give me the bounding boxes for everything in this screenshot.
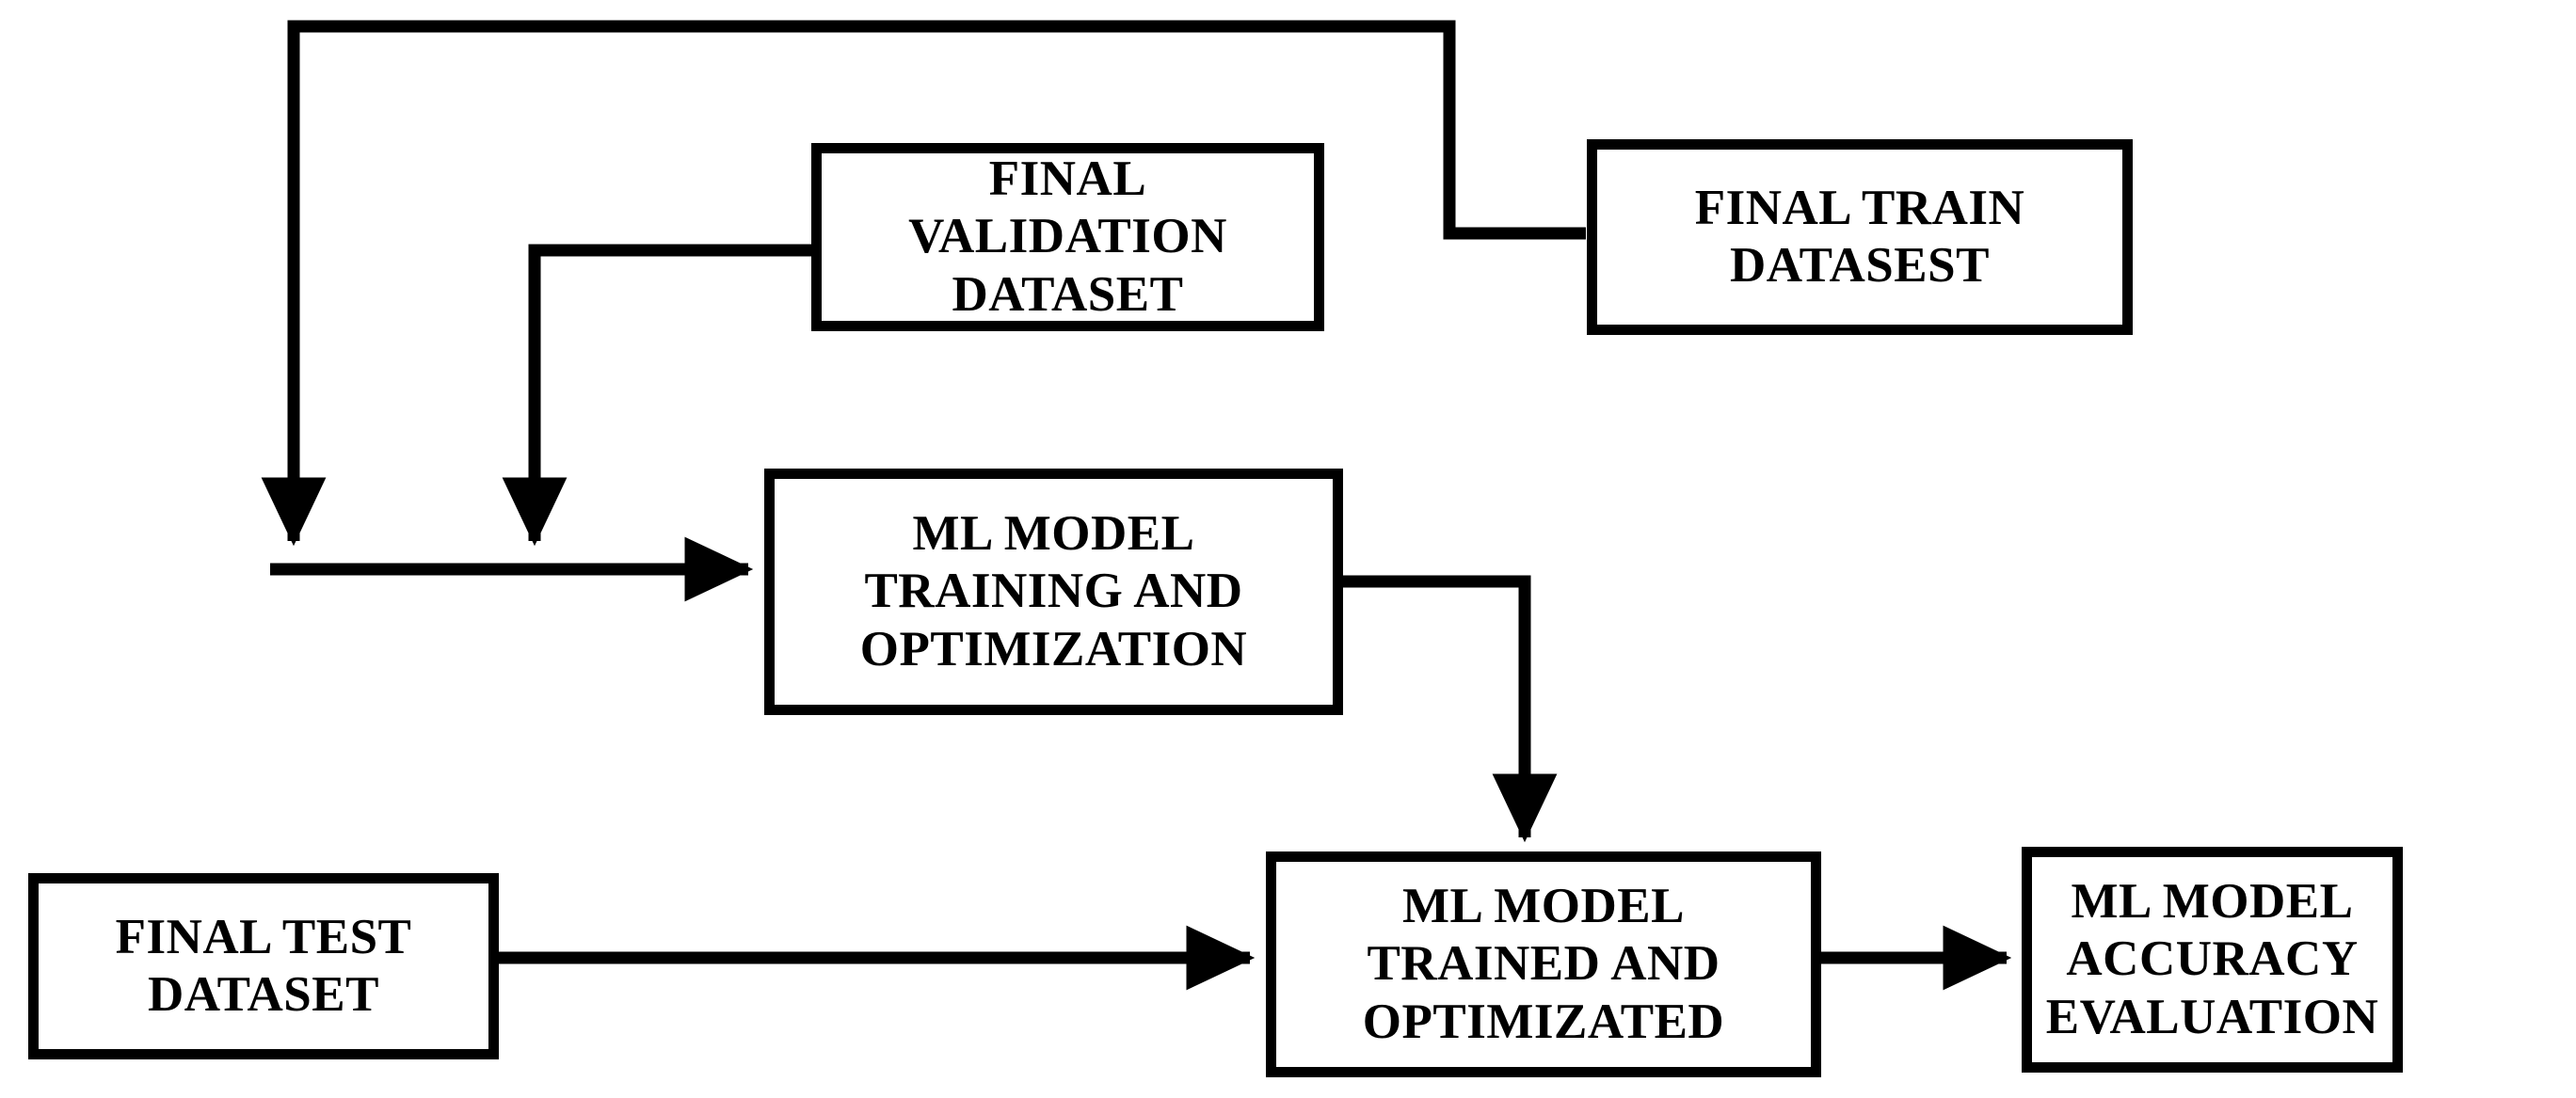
node-final-validation-dataset[interactable]: FINAL VALIDATION DATASET xyxy=(811,143,1324,331)
node-final-test-dataset[interactable]: FINAL TEST DATASET xyxy=(28,873,499,1059)
node-label-final-train-dataset: FINAL TRAIN DATASEST xyxy=(1694,180,2025,293)
node-ml-model-training-and-optimization[interactable]: ML MODEL TRAINING AND OPTIMIZATION xyxy=(764,469,1343,715)
node-label-ml-model-training-and-optimization: ML MODEL TRAINING AND OPTIMIZATION xyxy=(859,505,1248,676)
edge-training-to-trained xyxy=(1343,575,1558,843)
node-label-final-validation-dataset: FINAL VALIDATION DATASET xyxy=(908,151,1227,322)
node-ml-model-trained-and-optimizated[interactable]: ML MODEL TRAINED AND OPTIMIZATED xyxy=(1266,851,1821,1077)
node-label-final-test-dataset: FINAL TEST DATASET xyxy=(115,909,412,1022)
node-label-ml-model-accuracy-evaluation: ML MODEL ACCURACY EVALUATION xyxy=(2045,873,2379,1044)
node-label-ml-model-trained-and-optimizated: ML MODEL TRAINED AND OPTIMIZATED xyxy=(1362,878,1725,1049)
node-final-train-dataset[interactable]: FINAL TRAIN DATASEST xyxy=(1587,139,2133,335)
node-ml-model-accuracy-evaluation[interactable]: ML MODEL ACCURACY EVALUATION xyxy=(2022,847,2403,1073)
